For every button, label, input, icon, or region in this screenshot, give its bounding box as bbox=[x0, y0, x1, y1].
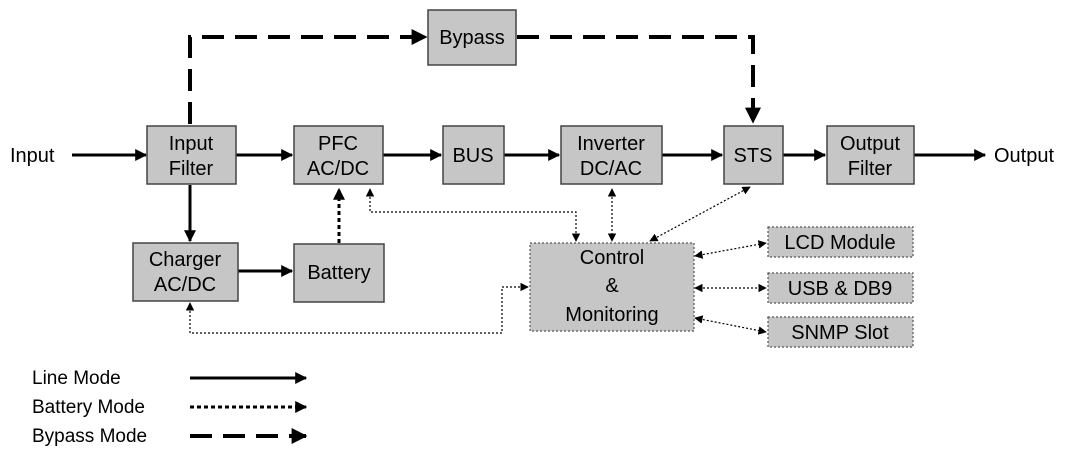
block-bypass-label: Bypass bbox=[439, 27, 505, 49]
block-control-line3: Monitoring bbox=[565, 304, 658, 326]
link-control-sts bbox=[649, 186, 751, 242]
link-control-lcd bbox=[694, 240, 767, 259]
link-charger-control bbox=[185, 282, 529, 334]
block-inverter: Inverter DC/AC bbox=[560, 125, 663, 185]
line-mode-connectors bbox=[72, 149, 987, 277]
link-pfc-control bbox=[365, 188, 581, 242]
block-bypass: Bypass bbox=[427, 9, 517, 66]
block-output-filter: Output Filter bbox=[826, 125, 915, 185]
block-charger-line2: AC/DC bbox=[154, 274, 216, 296]
block-control-monitoring: Control & Monitoring bbox=[529, 242, 695, 332]
link-control-snmp bbox=[694, 315, 767, 335]
block-inverter-line1: Inverter bbox=[577, 133, 645, 155]
block-charger-line1: Charger bbox=[149, 249, 222, 271]
legend-battery-mode-label: Battery Mode bbox=[32, 397, 145, 418]
block-control-line1: Control bbox=[580, 247, 644, 269]
bypass-mode-connectors bbox=[188, 29, 761, 124]
input-label: Input bbox=[10, 145, 55, 167]
block-bus-label: BUS bbox=[452, 145, 493, 167]
block-output-filter-line1: Output bbox=[840, 133, 900, 155]
block-inverter-line2: DC/AC bbox=[580, 158, 642, 180]
block-pfc-line2: AC/DC bbox=[307, 158, 369, 180]
arrow-filter-to-bypass bbox=[188, 29, 428, 124]
block-sts-label: STS bbox=[734, 145, 773, 167]
block-snmp-label: SNMP Slot bbox=[791, 322, 889, 344]
block-lcd-label: LCD Module bbox=[784, 232, 895, 254]
block-charger: Charger AC/DC bbox=[132, 242, 239, 302]
block-sts: STS bbox=[723, 125, 784, 185]
block-output-filter-line2: Filter bbox=[848, 158, 893, 180]
output-label: Output bbox=[994, 145, 1054, 167]
block-battery: Battery bbox=[293, 243, 385, 303]
block-snmp-slot: SNMP Slot bbox=[767, 316, 914, 348]
block-usb-label: USB & DB9 bbox=[788, 278, 892, 300]
legend: Line Mode Battery Mode Bypass Mode bbox=[32, 368, 308, 447]
arrow-bypass-to-sts bbox=[517, 35, 761, 124]
block-pfc: PFC AC/DC bbox=[293, 125, 384, 185]
legend-line-mode-label: Line Mode bbox=[32, 368, 121, 389]
block-pfc-line1: PFC bbox=[318, 133, 358, 155]
block-usb-db9: USB & DB9 bbox=[767, 272, 914, 304]
block-input-filter-line2: Filter bbox=[169, 158, 214, 180]
block-battery-label: Battery bbox=[307, 262, 370, 284]
block-control-line2: & bbox=[605, 275, 619, 297]
block-input-filter: Input Filter bbox=[146, 125, 237, 185]
block-lcd-module: LCD Module bbox=[767, 226, 914, 258]
legend-bypass-mode-label: Bypass Mode bbox=[32, 426, 147, 447]
block-bus: BUS bbox=[442, 125, 505, 185]
block-input-filter-line1: Input bbox=[169, 133, 214, 155]
control-connectors bbox=[185, 186, 767, 335]
